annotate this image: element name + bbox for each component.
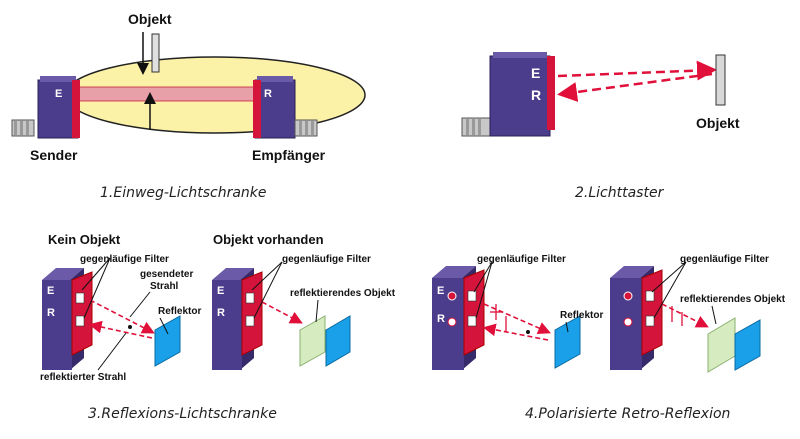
sender-device: E <box>11 76 80 139</box>
sensor-r-letter: R <box>531 87 541 103</box>
sensor3-right-e: E <box>217 285 224 297</box>
sent-beam-label-2: Strahl <box>150 281 179 292</box>
caption-3: 3.Reflexions-Lichtschranke <box>88 406 277 422</box>
reflecting-object-label-3: reflektierendes Objekt <box>290 288 396 299</box>
object-label-2: Objekt <box>696 115 740 131</box>
caption-2: 2.Lichttaster <box>575 185 665 201</box>
receiver-label: Empfänger <box>252 147 326 163</box>
receiver-device: R <box>253 76 318 139</box>
sensor-4-right <box>610 266 663 370</box>
panel-lichttaster: E R Objekt 2.Lichttaster <box>461 52 740 201</box>
reflector-3-right <box>325 315 351 367</box>
reflecting-object-3 <box>299 315 326 367</box>
sender-e-letter: E <box>55 88 62 100</box>
light-beam <box>77 86 259 102</box>
sensor-3-right: E R <box>212 268 263 370</box>
title-objekt-vorhanden: Objekt vorhanden <box>213 232 324 247</box>
sensor4-left-r: R <box>437 313 445 325</box>
proximity-sensor: E R <box>461 52 555 137</box>
sensor3-left-e: E <box>47 285 54 297</box>
title-kein-objekt: Kein Objekt <box>48 232 121 247</box>
panel-einweg-lichtschranke: E R Objekt Sender Empfänger 1.Einweg-Lic… <box>11 11 366 201</box>
panel-polarisierte-retro-reflexion: E R gegenläufige Filter Reflektor <box>432 254 786 422</box>
reflector-3 <box>154 315 181 367</box>
panel-reflexions-lichtschranke: Kein Objekt Objekt vorhanden E R gegenlä… <box>40 232 396 422</box>
sensor-4-left: E R <box>432 266 485 370</box>
reflector-4 <box>554 315 581 369</box>
filter-label-4-right: gegenläufige Filter <box>680 254 769 265</box>
sensor3-right-r: R <box>217 307 225 319</box>
sensor-e-letter: E <box>531 65 540 81</box>
target-object <box>715 54 726 106</box>
sender-label: Sender <box>30 147 78 163</box>
reflecting-object-4 <box>707 317 736 373</box>
sensor-3-left: E R <box>42 268 93 370</box>
filter-label-4-left: gegenläufige Filter <box>477 254 566 265</box>
caption-1: 1.Einweg-Lichtschranke <box>100 185 267 201</box>
object-bar <box>151 33 160 73</box>
caption-4: 4.Polarisierte Retro-Reflexion <box>525 406 730 422</box>
reflected-beam-label: reflektierter Strahl <box>40 372 126 383</box>
reflector-4-right <box>734 319 761 371</box>
reflector-label-4: Reflektor <box>560 310 603 321</box>
sensor4-left-e: E <box>437 285 444 297</box>
reflecting-object-label-4: reflektierendes Objekt <box>680 294 786 305</box>
object-label: Objekt <box>128 11 172 27</box>
filter-label-3-left: gegenläufige Filter <box>80 254 169 265</box>
sensor3-left-r: R <box>47 307 55 319</box>
receiver-r-letter: R <box>264 88 272 100</box>
reflector-label-3: Reflektor <box>158 306 201 317</box>
sent-beam-label-1: gesendeter <box>140 269 193 280</box>
filter-label-3-right: gegenläufige Filter <box>282 254 371 265</box>
